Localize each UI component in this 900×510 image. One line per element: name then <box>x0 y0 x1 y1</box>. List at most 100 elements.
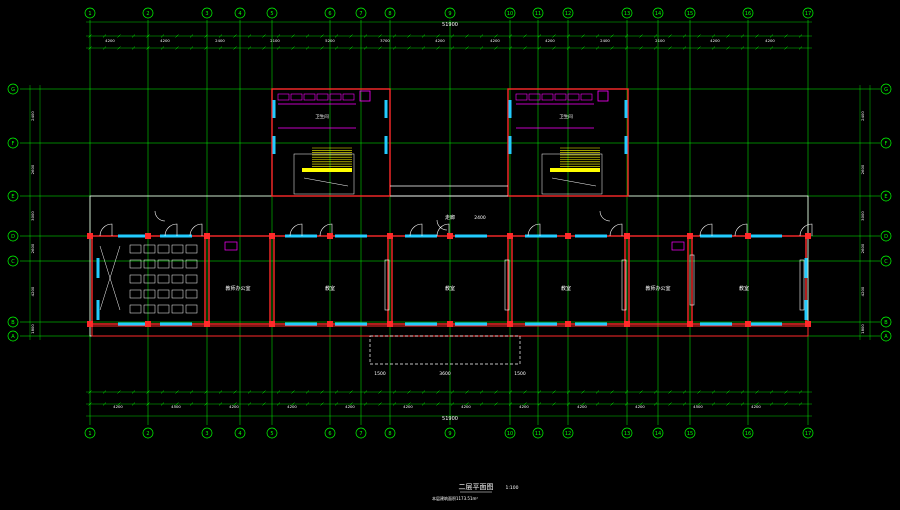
dim-tick <box>247 34 252 38</box>
diagonal-void <box>99 245 121 311</box>
dim-tick <box>102 46 107 50</box>
column <box>387 233 393 239</box>
dim-tick <box>639 34 643 38</box>
dim-tick <box>146 402 150 406</box>
dim-tick <box>233 390 237 394</box>
dim-tick <box>595 402 600 406</box>
dim-tick <box>436 46 440 50</box>
axis-bubble-C <box>7 255 19 267</box>
dim-tick <box>175 402 179 406</box>
axis-label-11: 11 <box>535 11 541 17</box>
desk <box>143 304 156 314</box>
axis-label-1: 1 <box>88 11 91 17</box>
stair-left-frame <box>293 153 355 195</box>
axis-bubble-3 <box>201 7 213 19</box>
dim-tick <box>349 390 353 394</box>
desk <box>171 259 184 269</box>
blackboard <box>384 259 390 311</box>
axis-label-D: D <box>884 234 888 240</box>
dim-text-bottom: 4200 <box>345 404 355 409</box>
desk <box>171 244 184 254</box>
axis-label-12: 12 <box>565 431 571 437</box>
dim-tick <box>450 402 455 406</box>
dim-tick <box>436 402 440 406</box>
window-end <box>96 258 100 278</box>
axis-bubble-8 <box>384 7 396 19</box>
dim-tick <box>363 402 368 406</box>
dim-tick <box>262 390 266 394</box>
dim-tick <box>247 390 252 394</box>
stair-block-right <box>507 88 629 197</box>
dim-text-right: 3000 <box>860 211 865 221</box>
dim-tick <box>334 402 339 406</box>
blackboard <box>621 259 627 311</box>
dim-tick <box>798 390 803 394</box>
axis-label-4: 4 <box>238 11 241 17</box>
dim-tick <box>508 402 513 406</box>
dim-tick <box>537 34 542 38</box>
door-swing <box>734 223 748 237</box>
stair-block-left <box>271 88 391 197</box>
dim-tick <box>160 46 165 50</box>
column <box>745 233 751 239</box>
axis-label-14: 14 <box>655 11 661 17</box>
axis-bubble-7 <box>355 427 367 439</box>
stair-left-landing <box>302 168 352 172</box>
dim-tick <box>117 402 121 406</box>
dim-text-right: 1800 <box>860 324 865 334</box>
dim-tick <box>291 34 295 38</box>
room-wall-1 <box>208 235 271 325</box>
room-label-office-left: 教师办公室 <box>225 285 250 292</box>
dim-text-top: 4200 <box>160 38 170 43</box>
axis-label-1: 1 <box>88 431 91 437</box>
dim-tick <box>610 46 614 50</box>
dim-text-left: 2600 <box>30 243 35 253</box>
dim-tick <box>552 390 556 394</box>
axis-label-A: A <box>11 334 15 340</box>
dim-text-right: 4200 <box>860 286 865 296</box>
desk <box>185 289 198 299</box>
window <box>285 234 317 238</box>
axis-bubble-1 <box>84 427 96 439</box>
axis-label-6: 6 <box>328 431 331 437</box>
dim-text-top: 4200 <box>710 38 720 43</box>
dim-tick <box>595 46 600 50</box>
axis-label-A: A <box>884 334 888 340</box>
dim-tick <box>784 390 788 394</box>
dim-tick <box>755 402 759 406</box>
dim-tick <box>175 34 179 38</box>
dim-tick <box>668 390 672 394</box>
desk <box>171 304 184 314</box>
column <box>327 233 333 239</box>
dim-text-top: 4200 <box>765 38 775 43</box>
dim-tick <box>465 402 469 406</box>
dim-tick <box>204 46 208 50</box>
desk <box>129 304 142 314</box>
room-wall-6 <box>691 235 807 325</box>
dim-tick <box>726 390 730 394</box>
dim-tick <box>668 402 672 406</box>
dim-tick <box>668 34 672 38</box>
dim-tick <box>479 46 484 50</box>
dim-tick <box>436 34 440 38</box>
dim-tick <box>740 46 745 50</box>
room-wall-4 <box>511 235 626 325</box>
toilet-left-cubicle <box>342 93 355 101</box>
desk <box>143 259 156 269</box>
dim-tick <box>160 390 165 394</box>
dim-tick <box>581 46 585 50</box>
desk <box>185 304 198 314</box>
dim-text-bottom: 4200 <box>577 404 587 409</box>
door-swing <box>164 223 178 237</box>
window-end <box>804 300 808 320</box>
window-stair <box>624 136 628 154</box>
dim-tick <box>581 402 585 406</box>
axis-bubble-14 <box>652 427 664 439</box>
dim-tick <box>682 34 687 38</box>
dim-tick <box>407 46 411 50</box>
column <box>565 233 571 239</box>
dim-tick <box>320 390 324 394</box>
dim-text-bottom: 4200 <box>635 404 645 409</box>
axis-label-5: 5 <box>270 431 273 437</box>
window-stair <box>272 136 276 154</box>
